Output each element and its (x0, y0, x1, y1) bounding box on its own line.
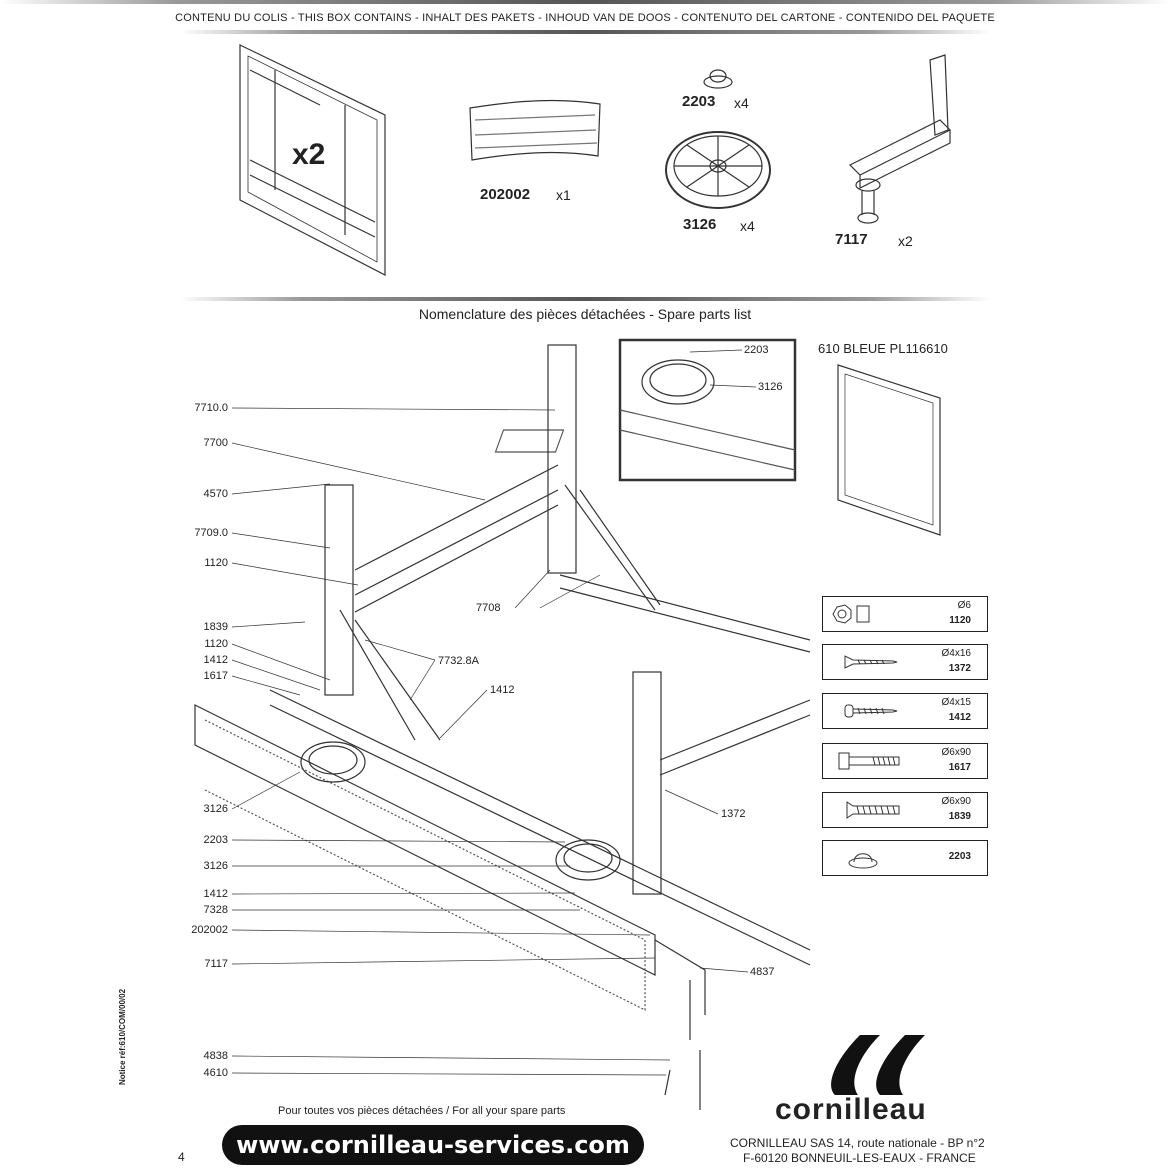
x2-label: x2 (292, 138, 326, 171)
label-7709: 7709.0 (194, 527, 228, 539)
notice-reference: Notice réf:610/COM/00/02 (118, 988, 127, 1085)
bracket-qty: x2 (898, 233, 913, 249)
wheel-qty: x4 (740, 218, 755, 234)
company-address-1: CORNILLEAU SAS 14, route nationale - BP … (730, 1136, 985, 1150)
label-1412-b: 1412 (203, 888, 228, 900)
bracket-illustration (848, 54, 952, 224)
label-2203: 2203 (203, 834, 228, 846)
cap-ref: 2203 (682, 93, 716, 110)
inset-label-2203: 2203 (744, 344, 769, 356)
label-4838: 4838 (203, 1050, 228, 1062)
wheel-illustration (665, 131, 771, 209)
label-202002: 202002 (191, 924, 228, 936)
hardware-box-2203: 2203 (822, 840, 988, 876)
top-rule (0, 0, 1170, 4)
header-rule (180, 30, 990, 34)
label-7117: 7117 (204, 958, 228, 970)
label-1120-b: 1120 (204, 638, 228, 650)
brand-name: cornilleau (775, 1093, 927, 1126)
page-number: 4 (178, 1150, 185, 1164)
cap-illustration (703, 69, 733, 89)
label-7732: 7732.8A (438, 655, 479, 667)
nut-washer-icon (832, 604, 870, 624)
inset-label-3126: 3126 (758, 381, 783, 393)
services-url[interactable]: www.cornilleau-services.com (222, 1125, 644, 1165)
color-reference: 610 BLEUE PL116610 (818, 341, 948, 356)
countersunk-bolt-icon (846, 801, 900, 819)
label-4610: 4610 (203, 1067, 228, 1079)
label-7710: 7710.0 (194, 402, 228, 414)
wood-screw-icon (844, 655, 898, 669)
label-7328: 7328 (203, 904, 228, 916)
net-qty: x1 (556, 187, 571, 203)
frame-structure (194, 344, 811, 1110)
spare-parts-note: Pour toutes vos pièces détachées / For a… (278, 1105, 566, 1117)
label-1120-a: 1120 (204, 557, 228, 569)
label-1372: 1372 (721, 808, 746, 820)
label-3126-a: 3126 (203, 803, 228, 815)
section-rule (180, 297, 990, 301)
label-3126-b: 3126 (203, 860, 228, 872)
label-4570: 4570 (203, 488, 228, 500)
company-address-2: F-60120 BONNEUIL-LES-EAUX - FRANCE (743, 1151, 976, 1165)
spare-parts-title: Nomenclature des pièces détachées - Spar… (418, 306, 752, 322)
hex-bolt-icon (838, 752, 900, 770)
cap-qty: x4 (734, 95, 749, 111)
wheel-ref: 3126 (683, 216, 717, 233)
box-contents-header: CONTENU DU COLIS - THIS BOX CONTAINS - I… (175, 12, 995, 24)
label-1839: 1839 (203, 621, 228, 633)
pan-screw-icon (844, 704, 898, 718)
table-half-illustration (239, 44, 386, 276)
cap-icon (848, 853, 878, 869)
bracket-ref: 7117 (835, 231, 868, 248)
net-ref: 202002 (480, 186, 531, 203)
label-1412-c: 1412 (490, 684, 515, 696)
label-1617: 1617 (203, 670, 228, 682)
label-1412-a: 1412 (203, 654, 228, 666)
label-4837: 4837 (750, 966, 775, 978)
label-7708: 7708 (476, 602, 501, 614)
label-7700: 7700 (203, 437, 228, 449)
net-illustration (469, 99, 601, 161)
